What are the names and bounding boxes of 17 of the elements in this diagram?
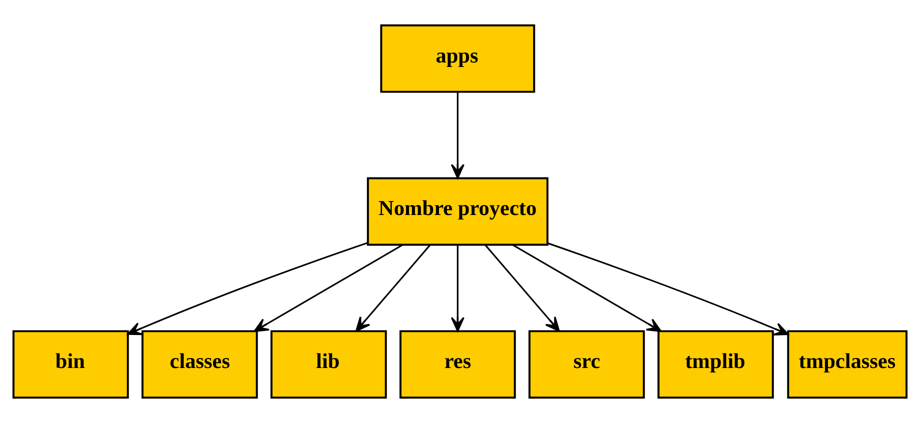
node-box: bin [12, 330, 129, 398]
arrow [254, 244, 403, 332]
node-box: lib [270, 330, 387, 398]
node-box: res [400, 330, 516, 398]
node-box: Nombre proyecto [366, 176, 548, 246]
node-box: src [528, 330, 645, 398]
arrow [547, 242, 789, 335]
arrow [450, 92, 464, 178]
arrow [512, 244, 662, 332]
node-box: apps [380, 24, 536, 92]
node-box: tmpclasses [787, 330, 908, 398]
arrow [450, 244, 464, 332]
arrow [484, 244, 560, 332]
arrow [127, 241, 368, 335]
node-box: classes [142, 330, 258, 398]
arrow [356, 244, 431, 332]
node-box: tmplib [657, 330, 774, 398]
